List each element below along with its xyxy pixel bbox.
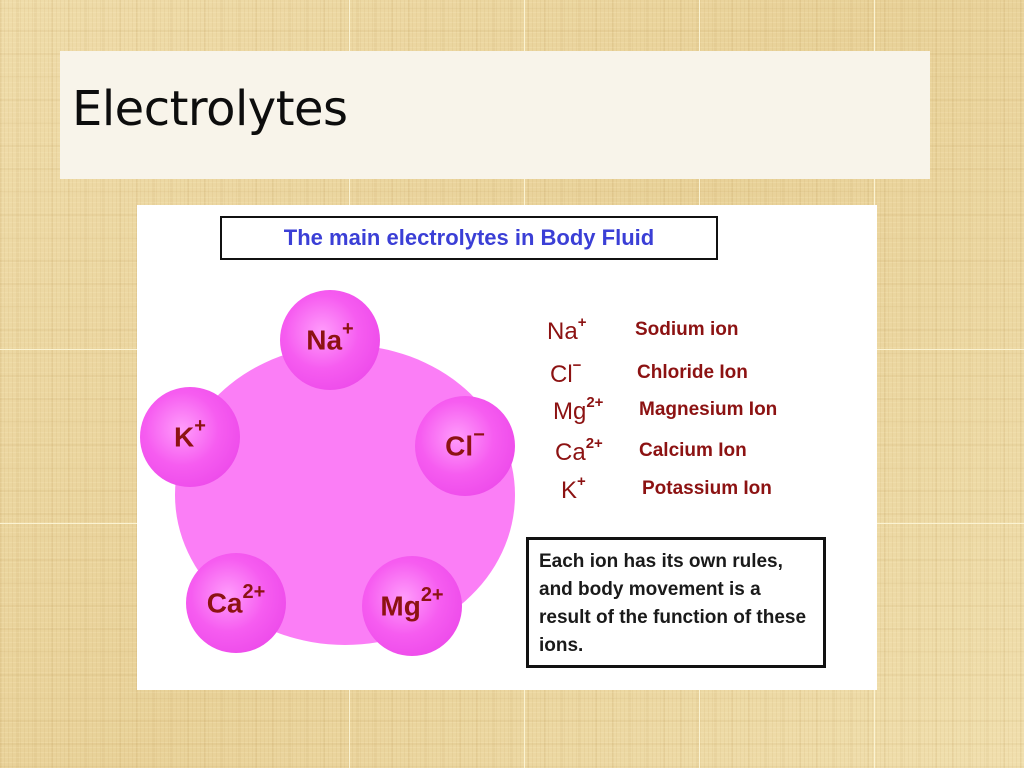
ion-label: Na+ [306,318,354,356]
ion-sodium: Na+ [280,290,380,390]
ion-calcium: Ca2+ [186,553,286,653]
ion-chloride: Cl− [415,396,515,496]
legend-symbol: Na+ [547,314,587,345]
legend-name: Potassium Ion [642,478,772,499]
legend-symbol: K+ [561,473,586,504]
legend-name: Calcium Ion [639,440,747,461]
slide-title: Electrolytes [72,81,348,137]
ion-potassium: K+ [140,387,240,487]
ion-magnesium: Mg2+ [362,556,462,656]
ion-label: K+ [174,415,206,453]
legend-name: Sodium ion [635,319,739,340]
diagram-heading-box: The main electrolytes in Body Fluid [220,216,718,260]
ion-label: Mg2+ [380,584,444,622]
ion-label: Cl− [445,424,485,462]
note-text: Each ion has its own rules, and body mov… [539,551,807,656]
note-box: Each ion has its own rules, and body mov… [526,537,826,668]
legend-name: Chloride Ion [637,362,748,383]
legend-symbol: Ca2+ [555,435,603,466]
legend-symbol: Mg2+ [553,394,604,425]
title-box: Electrolytes [60,51,930,179]
legend-name: Magnesium Ion [639,399,778,420]
diagram-heading: The main electrolytes in Body Fluid [283,225,655,250]
electrolytes-diagram: The main electrolytes in Body Fluid Na+ … [137,205,877,690]
ion-label: Ca2+ [206,581,266,619]
legend-symbol: Cl− [550,357,582,388]
